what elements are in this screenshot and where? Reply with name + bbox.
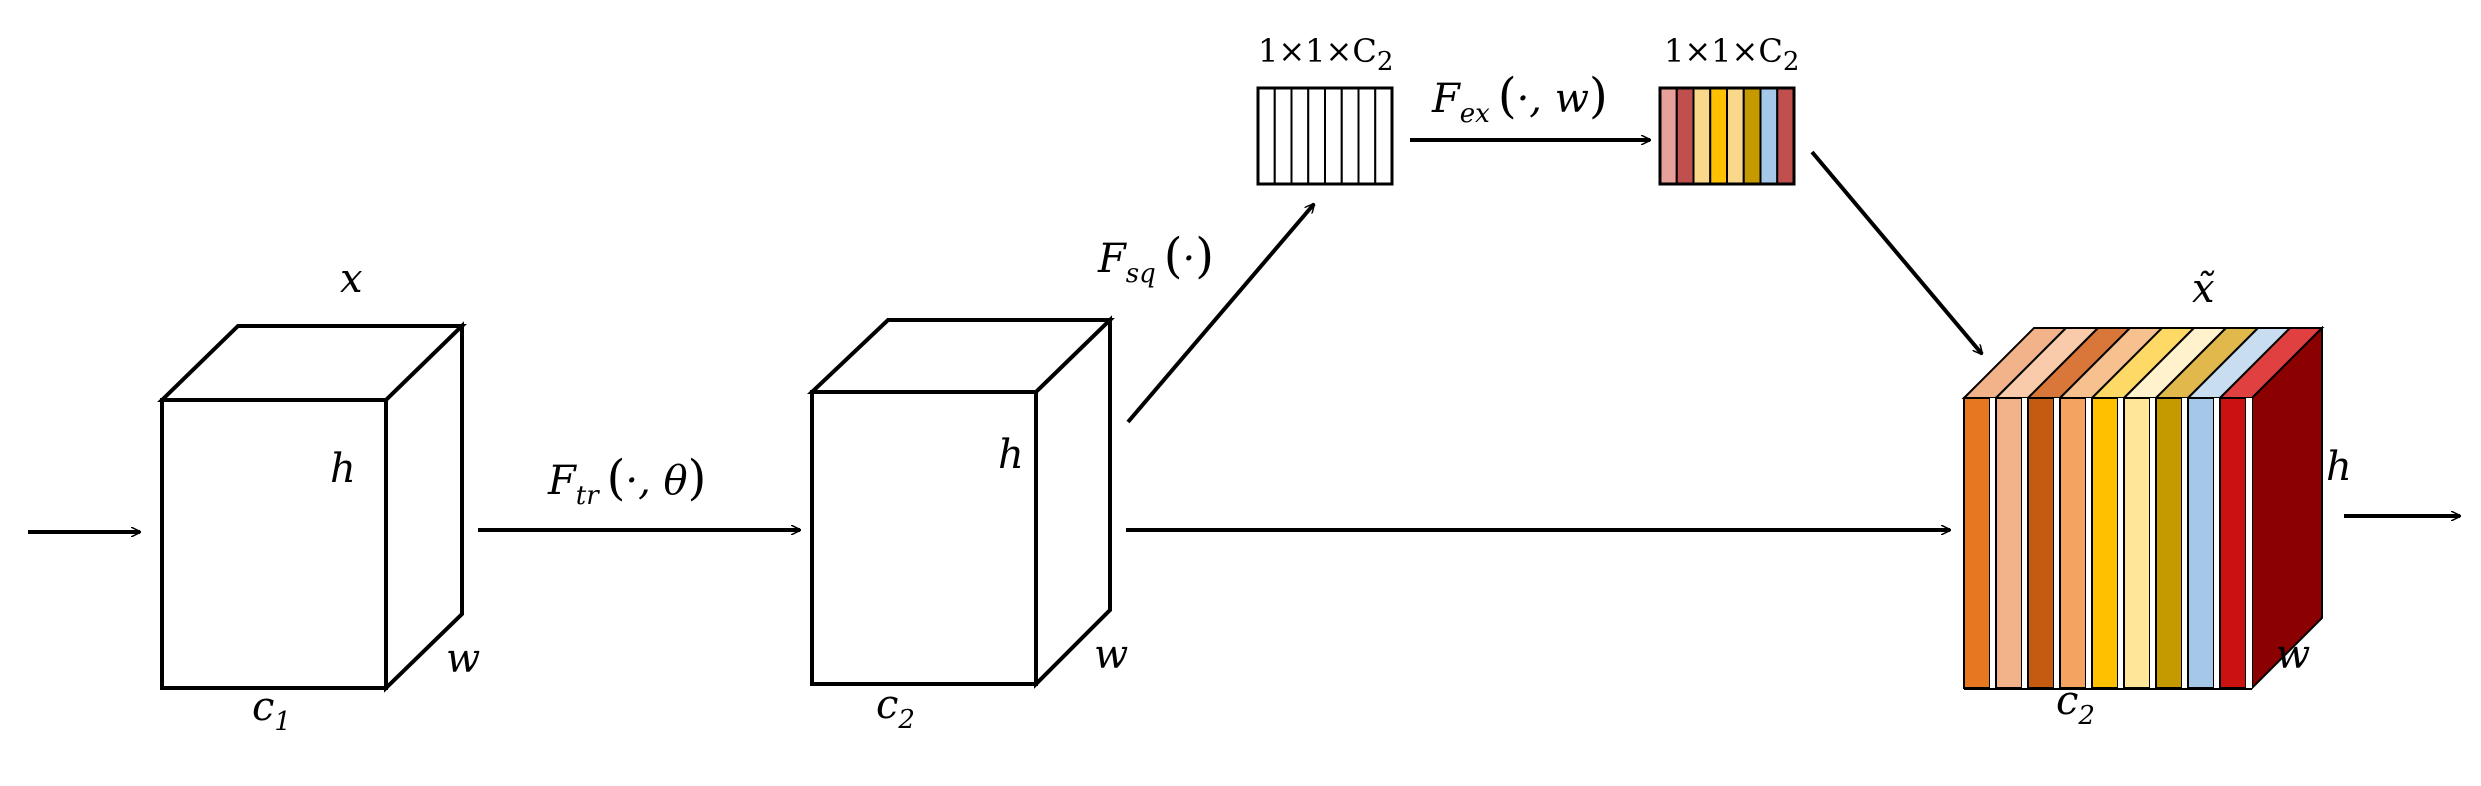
output-recalibrated-cube: [1961, 325, 2325, 691]
output-slice-gap: [2118, 398, 2124, 688]
output-slice-front: [2155, 397, 2183, 689]
squeeze-vector-cell: [1340, 87, 1360, 185]
output-slice-front: [2027, 397, 2055, 689]
squeeze-vector-outline: [1256, 86, 1394, 186]
out-w-label: w: [2276, 632, 2310, 678]
excitation-vector-cell: [1709, 87, 1728, 185]
squeeze-vector: [1256, 86, 1394, 186]
out-h-label: h: [2326, 444, 2352, 490]
vec1-size-label: 1×1×C2: [1258, 32, 1393, 77]
out-x-label: x̃: [2192, 266, 2215, 312]
cube2-w-label: w: [1094, 632, 1128, 678]
output-slice-gap: [2086, 398, 2092, 688]
output-slice-gap: [2182, 398, 2188, 688]
f-ex-label: Fex(·, w): [1431, 68, 1608, 129]
f-tr-label: Ftr(·, θ): [547, 450, 706, 511]
output-slice-gap: [2246, 398, 2252, 688]
output-slice-gap: [2214, 398, 2220, 688]
squeeze-vector-cell: [1257, 87, 1276, 185]
excitation-vector-cell: [1692, 87, 1712, 185]
excitation-vector-cell: [1659, 87, 1678, 185]
feature-map-cube: [806, 315, 1115, 689]
output-slice-front: [2187, 397, 2215, 689]
f-sq-label: Fsq(·): [1097, 228, 1214, 289]
output-slice-front: [2059, 397, 2087, 689]
squeeze-vector-cell: [1324, 87, 1343, 185]
excitation-vector-cell: [1742, 87, 1762, 185]
cube1-h-label: h: [330, 446, 356, 492]
excitation-vector-cell: [1759, 87, 1779, 185]
cube2-c-label: c2: [876, 682, 915, 735]
excitation-vector-cell: [1675, 87, 1695, 185]
output-cube-base: [1964, 688, 2252, 690]
output-slice-front: [2219, 397, 2247, 689]
output-slice-gap: [1990, 398, 1996, 688]
out-c-label: c2: [2056, 678, 2095, 731]
cube2-h-label: h: [998, 432, 1024, 478]
squeeze-vector-cell: [1290, 87, 1310, 185]
output-slice-gap: [2022, 398, 2028, 688]
squeeze-vector-cell: [1307, 87, 1326, 185]
squeeze-vector-cell: [1357, 87, 1377, 185]
input-tensor-cube: [157, 321, 467, 693]
output-slice-front: [1963, 397, 1991, 689]
excitation-vector-cell: [1776, 87, 1795, 185]
squeeze-vector-cell: [1374, 87, 1393, 185]
squeeze-vector-cell: [1273, 87, 1293, 185]
excitation-vector-cell: [1726, 87, 1745, 185]
output-slice-gap: [2054, 398, 2060, 688]
excitation-vector-outline: [1658, 86, 1796, 186]
output-slice-front: [1995, 397, 2023, 689]
input-x-label: x: [340, 256, 363, 302]
f-sq-arrow: [1126, 204, 1314, 424]
output-slice-front: [2091, 397, 2119, 689]
output-slice-front: [2123, 397, 2151, 689]
vec2-size-label: 1×1×C2: [1664, 32, 1799, 77]
scale-arrow: [1810, 150, 1982, 354]
cube1-c-label: c1: [252, 684, 291, 737]
excitation-vector: [1658, 86, 1796, 186]
cube1-w-label: w: [446, 636, 480, 682]
output-slice-gap: [2150, 398, 2156, 688]
